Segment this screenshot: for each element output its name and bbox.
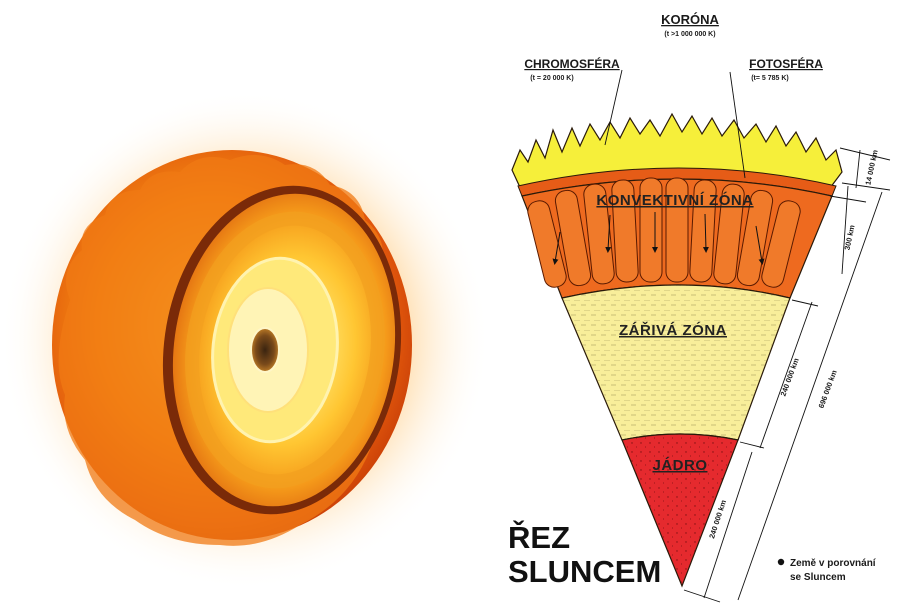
korona-label: KORÓNA [661, 12, 719, 27]
jadro-label: JÁDRO [652, 457, 707, 474]
cross-section-wedge [512, 114, 842, 586]
sun-core-graphic [251, 328, 279, 372]
chromosfera-label: CHROMOSFÉRA [524, 56, 620, 71]
radiative-hatching [562, 285, 790, 440]
korona-temperature: (t >1 000 000 K) [664, 31, 715, 38]
fotosfera-temperature: (t= 5 785 K) [751, 75, 789, 82]
konvektivni-zona-label: KONVEKTIVNÍ ZÓNA [596, 191, 753, 209]
dim-photosphere: 300 km [843, 224, 857, 251]
fotosfera-label: FOTOSFÉRA [749, 56, 823, 71]
zariva-zona-label: ZÁŘIVÁ ZÓNA [619, 321, 727, 339]
dim-radius: 696 000 km [817, 368, 839, 409]
chromosfera-temperature: (t = 20 000 K) [530, 75, 573, 82]
sun-illustration [0, 90, 490, 590]
dim-convective-radiative: 240 000 km [779, 356, 801, 397]
legend-line-2: se Sluncem [790, 572, 846, 583]
title-line-2: SLUNCEM [508, 554, 661, 589]
legend-line-1: Země v porovnání [790, 558, 877, 569]
earth-dot-icon [778, 559, 784, 565]
title-line-1: ŘEZ [508, 519, 570, 555]
